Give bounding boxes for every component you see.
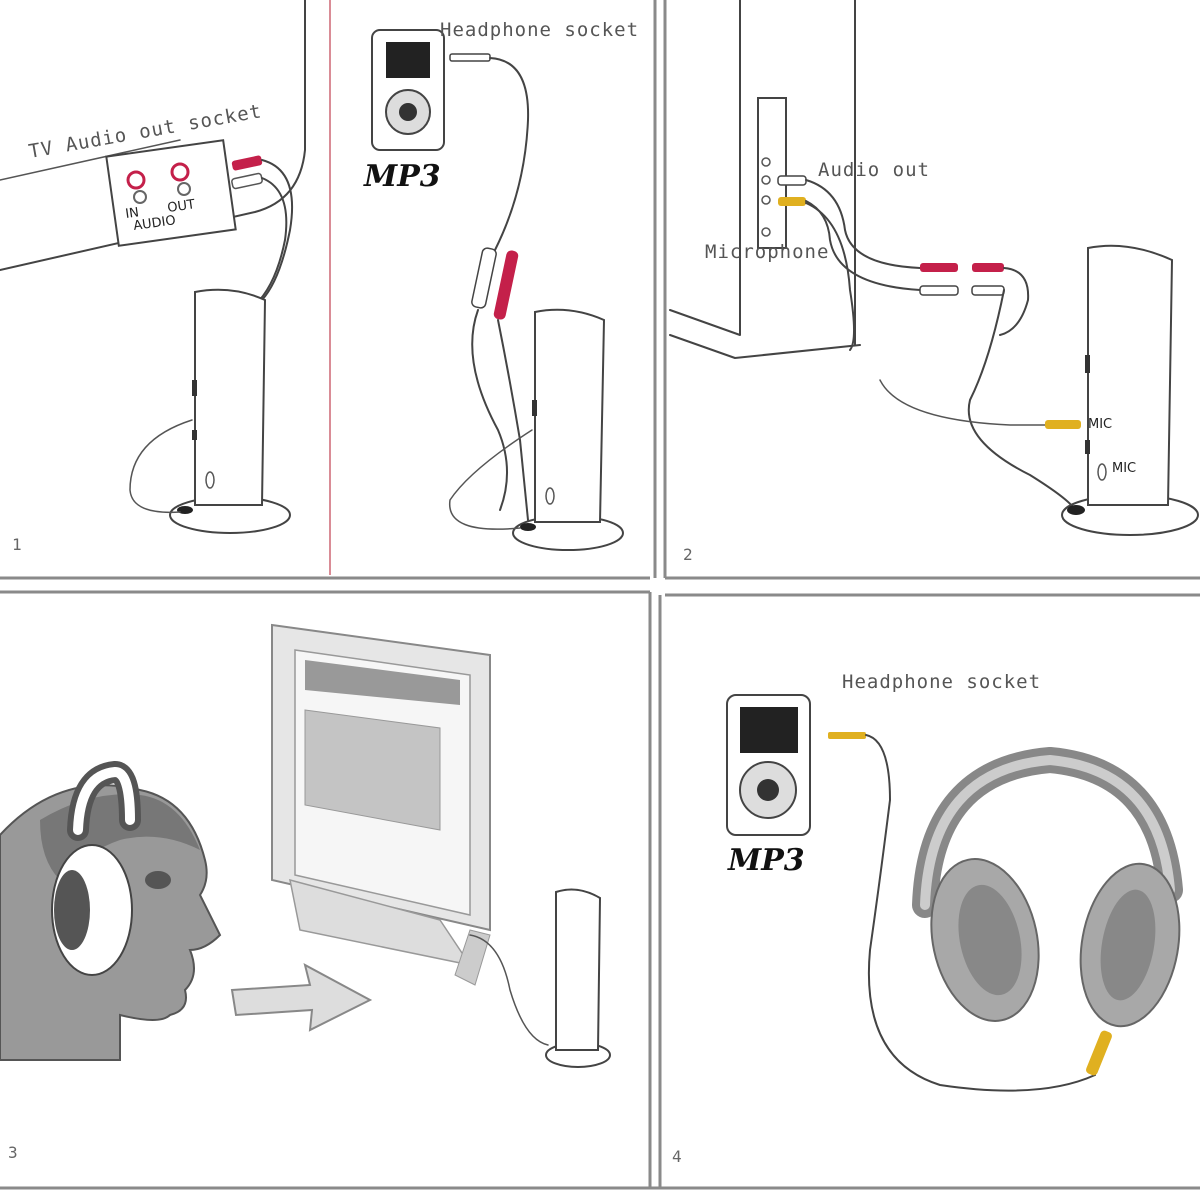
rca-plug-white (971, 285, 1005, 296)
cable (254, 177, 288, 306)
cable (469, 934, 549, 1046)
mp3-player-icon (726, 694, 811, 836)
jack-in-label: IN (124, 205, 140, 222)
pc-tower-base (669, 334, 861, 359)
computer-monitor-icon (271, 623, 491, 986)
mp3-logo: MP3 (363, 159, 441, 194)
mic-cable (879, 379, 1046, 426)
audio-jack-panel: IN OUT AUDIO (105, 139, 237, 247)
jack-out-label: OUT (166, 197, 196, 216)
plug-yellow (828, 732, 866, 739)
cable (805, 202, 855, 351)
rca-plug-white (919, 285, 959, 296)
panel-1-tv-setup: IN OUT AUDIO TV Audio out socket 1 (0, 0, 306, 554)
pc-tower-front (669, 0, 741, 336)
audio-out-label: Audio out (818, 159, 930, 181)
pc-rear-panel (757, 97, 787, 249)
rca-plug-red (231, 155, 263, 171)
tv-bezel (0, 139, 181, 181)
power-cable (449, 429, 533, 530)
headphone-socket-label: Headphone socket (440, 19, 639, 41)
eye-icon (145, 871, 171, 889)
panel-1-mp3-setup: MP3 Headphone socket (363, 19, 639, 551)
headphone-socket-label: Headphone socket (842, 671, 1041, 693)
microphone-label: Microphone (705, 241, 829, 263)
transmitter-base-station (169, 288, 291, 534)
plug-3-5mm (777, 175, 807, 186)
mic-label: MIC (1088, 417, 1112, 432)
rca-plug-white (231, 172, 263, 190)
cable (865, 734, 1096, 1092)
transmitter-base-station (1061, 244, 1199, 536)
out-jack-icon (170, 162, 190, 182)
cable (805, 179, 921, 269)
arrow-icon (230, 963, 373, 1032)
panel-3-number: 3 (8, 1143, 18, 1162)
cable (497, 319, 529, 521)
transmitter-base-station (512, 308, 624, 551)
headphones-icon (912, 746, 1183, 1028)
plug-3-5mm (449, 53, 491, 62)
panel-3-listening: 3 (0, 623, 611, 1162)
cable (489, 57, 530, 251)
cable (261, 159, 294, 301)
panel-1-number: 1 (12, 535, 22, 554)
cable (999, 267, 1030, 336)
cable (471, 309, 508, 511)
rca-plug-red (920, 263, 958, 272)
plug-yellow (1086, 1030, 1112, 1076)
plug-yellow (778, 197, 806, 206)
plug-yellow (1045, 420, 1081, 429)
transmitter-base-station (545, 888, 611, 1068)
mp3-player-icon (371, 29, 445, 151)
in-jack-icon (126, 170, 146, 190)
cable (967, 289, 1076, 511)
rca-plug-red (972, 263, 1004, 272)
panel-4-mp3-headphones: MP3 Headphone socket 4 (672, 671, 1183, 1166)
rca-plug-white (471, 247, 497, 309)
rca-plug-red (493, 250, 519, 320)
jack-audio-label: AUDIO (132, 213, 176, 234)
power-cable (129, 419, 193, 514)
mp3-logo: MP3 (727, 843, 805, 878)
panel-2-pc-setup: Audio out Microphone MIC MIC 2 (669, 0, 1199, 564)
panel-4-number: 4 (672, 1147, 682, 1166)
panel-2-number: 2 (683, 545, 693, 564)
mic-label-base: MIC (1112, 461, 1136, 476)
